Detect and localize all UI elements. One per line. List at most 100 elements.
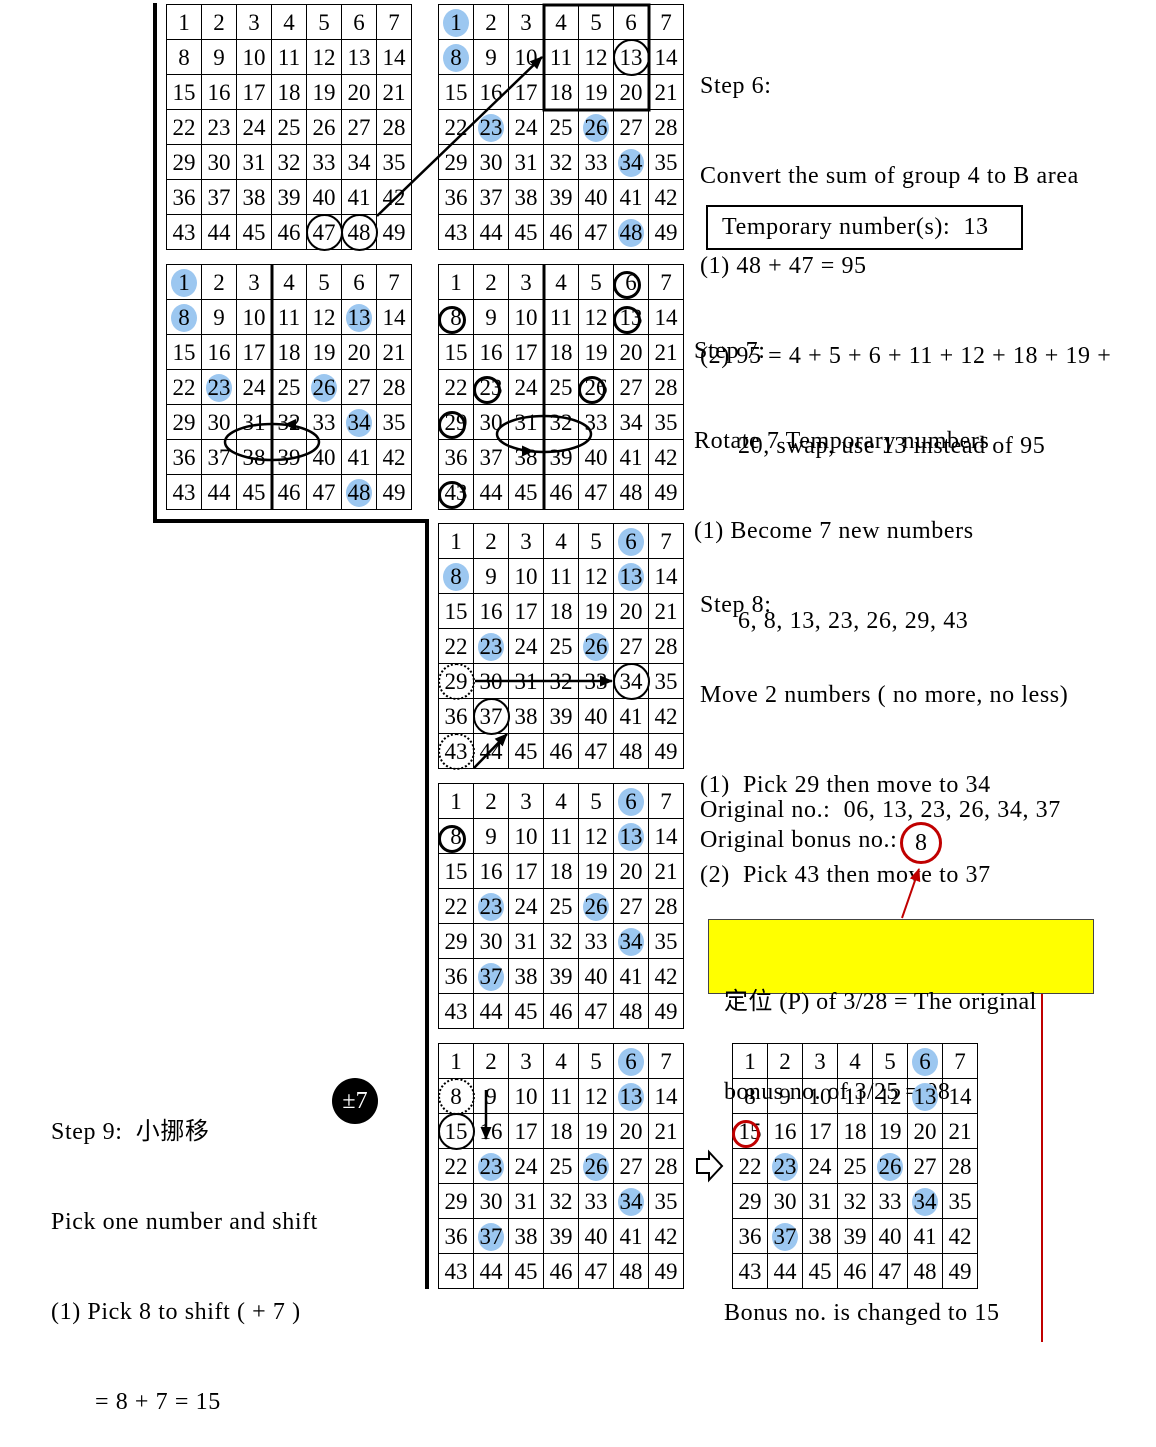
- cell-number: 44: [207, 219, 231, 245]
- grid-cell: 44: [202, 475, 237, 510]
- cell-number: 18: [549, 339, 573, 365]
- cell-number: 45: [242, 479, 266, 505]
- grid-cell: 10: [803, 1079, 838, 1114]
- cell-number: 24: [514, 374, 538, 400]
- cell-number: 9: [213, 44, 225, 70]
- grid-cell: 33: [579, 145, 614, 180]
- cell-number: 29: [444, 1188, 468, 1214]
- cell-number: 5: [590, 269, 602, 295]
- cell-number: 30: [479, 928, 503, 954]
- grid-cell: 30: [202, 405, 237, 440]
- grid-cell: 35: [649, 1184, 684, 1219]
- cell-number: 36: [444, 444, 468, 470]
- cell-number: 20: [347, 79, 371, 105]
- grid-cell: 27: [614, 629, 649, 664]
- grid-cell: 21: [649, 75, 684, 110]
- grid-cell: 17: [509, 594, 544, 629]
- grid-cell: 29: [439, 924, 474, 959]
- cell-number: 43: [444, 219, 468, 245]
- cell-number: 17: [514, 858, 538, 884]
- grid-cell: 23: [474, 629, 509, 664]
- cell-number: 14: [948, 1083, 972, 1109]
- grid-cell: 29: [733, 1184, 768, 1219]
- cell-number: 19: [584, 339, 608, 365]
- grid-cell: 25: [544, 370, 579, 405]
- cell-number: 46: [549, 998, 573, 1024]
- grid-cell: 8: [439, 40, 474, 75]
- cell-number: 37: [479, 963, 503, 989]
- cell-number: 21: [654, 339, 678, 365]
- cell-number: 3: [520, 788, 532, 814]
- cell-number: 13: [347, 304, 371, 330]
- cell-number: 27: [913, 1153, 937, 1179]
- cell-number: 9: [485, 44, 497, 70]
- grid-cell: 10: [237, 300, 272, 335]
- cell-number: 49: [654, 738, 678, 764]
- cell-number: 8: [744, 1083, 756, 1109]
- cell-number: 25: [549, 114, 573, 140]
- grid-cell: 30: [768, 1184, 803, 1219]
- cell-number: 9: [485, 563, 497, 589]
- grid-cell: 4: [544, 784, 579, 819]
- cell-number: 37: [773, 1223, 797, 1249]
- cell-number: 8: [450, 563, 462, 589]
- cell-number: 25: [549, 633, 573, 659]
- cell-number: 19: [878, 1118, 902, 1144]
- grid-cell: 34: [342, 145, 377, 180]
- cell-number: 12: [312, 44, 336, 70]
- cell-number: 21: [654, 598, 678, 624]
- cell-number: 44: [479, 219, 503, 245]
- grid-cell: 1: [439, 784, 474, 819]
- grid-cell: 42: [649, 959, 684, 994]
- grid-cell: 16: [474, 75, 509, 110]
- grid-cell: 4: [272, 265, 307, 300]
- cell-number: 39: [549, 184, 573, 210]
- cell-number: 46: [549, 1258, 573, 1284]
- grid-cell: 22: [439, 1149, 474, 1184]
- grid-cell: 4: [544, 265, 579, 300]
- grid-cell: 3: [237, 265, 272, 300]
- grid-cell: 47: [579, 734, 614, 769]
- grid-cell: 35: [943, 1184, 978, 1219]
- grid-cell: 43: [437, 732, 475, 770]
- highlight-dot: [618, 788, 644, 816]
- cell-number: 4: [555, 1048, 567, 1074]
- grid-cell: 44: [474, 994, 509, 1029]
- grid-cell: 36: [439, 959, 474, 994]
- grid-cell: 3: [509, 5, 544, 40]
- cell-number: 18: [277, 339, 301, 365]
- cell-number: 24: [242, 374, 266, 400]
- cell-number: 3: [520, 269, 532, 295]
- grid-cell: 35: [377, 145, 412, 180]
- grid-cell: 32: [544, 145, 579, 180]
- cell-number: 36: [444, 963, 468, 989]
- grid-cell: 5: [579, 5, 614, 40]
- cell-number: 13: [347, 44, 371, 70]
- cell-number: 5: [318, 9, 330, 35]
- shift-badge: ±7: [332, 1078, 378, 1124]
- cell-number: 48: [619, 738, 643, 764]
- cell-number: 4: [555, 528, 567, 554]
- cell-number: 27: [619, 1153, 643, 1179]
- cell-number: 22: [738, 1153, 762, 1179]
- grid-cell: 6: [614, 784, 649, 819]
- cell-number: 24: [514, 893, 538, 919]
- cell-number: 8: [178, 44, 190, 70]
- cell-number: 1: [450, 269, 462, 295]
- cell-number: 14: [654, 1083, 678, 1109]
- grid-cell: 26: [307, 110, 342, 145]
- grid-cell: 24: [509, 110, 544, 145]
- cell-number: 16: [479, 1118, 503, 1144]
- cell-number: 11: [277, 44, 301, 70]
- cell-number: 33: [312, 149, 336, 175]
- grid-cell: 25: [544, 110, 579, 145]
- cell-number: 48: [619, 219, 643, 245]
- grid-cell: 9: [202, 40, 237, 75]
- cell-number: 40: [584, 184, 608, 210]
- grid-cell: 4: [544, 5, 579, 40]
- grid-cell: 30: [202, 145, 237, 180]
- grid-cell: 27: [614, 889, 649, 924]
- step9-item1-continued: = 8 + 7 = 15: [95, 1389, 221, 1415]
